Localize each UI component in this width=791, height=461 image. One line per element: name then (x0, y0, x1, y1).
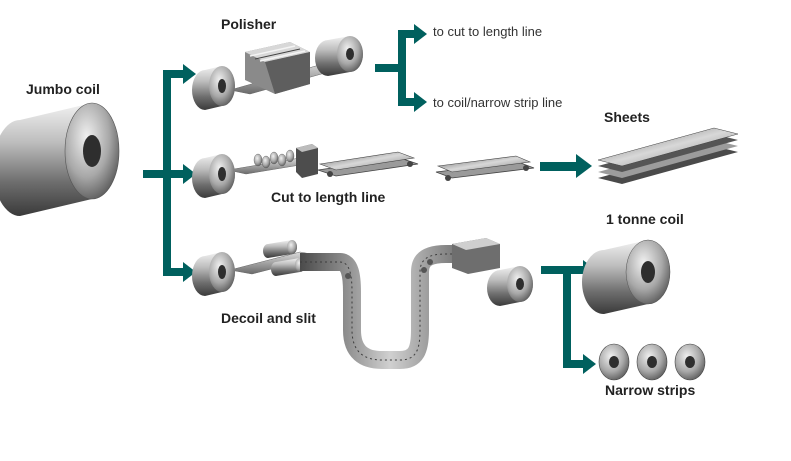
coil-strip-destination-label: to coil/narrow strip line (433, 95, 563, 110)
cut-to-length-line-label: Cut to length line (271, 189, 386, 205)
polisher-line-icon (192, 36, 363, 110)
polisher-branch-arrow-icon (375, 24, 427, 112)
narrow-strips-icon (598, 343, 706, 381)
jumbo-coil-icon (0, 102, 120, 216)
jumbo-coil-label: Jumbo coil (26, 81, 100, 97)
main-branch-arrow-icon (143, 64, 196, 282)
polisher-label: Polisher (221, 16, 277, 32)
decoil-and-slit-line-icon (192, 238, 533, 369)
sheets-arrow-icon (540, 154, 592, 178)
decoil-and-slit-label: Decoil and slit (221, 310, 316, 326)
cut-to-length-destination-label: to cut to length line (433, 24, 543, 39)
tonne-coil-icon (582, 239, 671, 314)
sheet-stack-icon (597, 127, 739, 184)
cut-to-length-line-icon (192, 144, 535, 198)
tonne-coil-label: 1 tonne coil (606, 211, 684, 227)
sheets-label: Sheets (604, 109, 650, 125)
narrow-strips-label: Narrow strips (605, 382, 696, 398)
